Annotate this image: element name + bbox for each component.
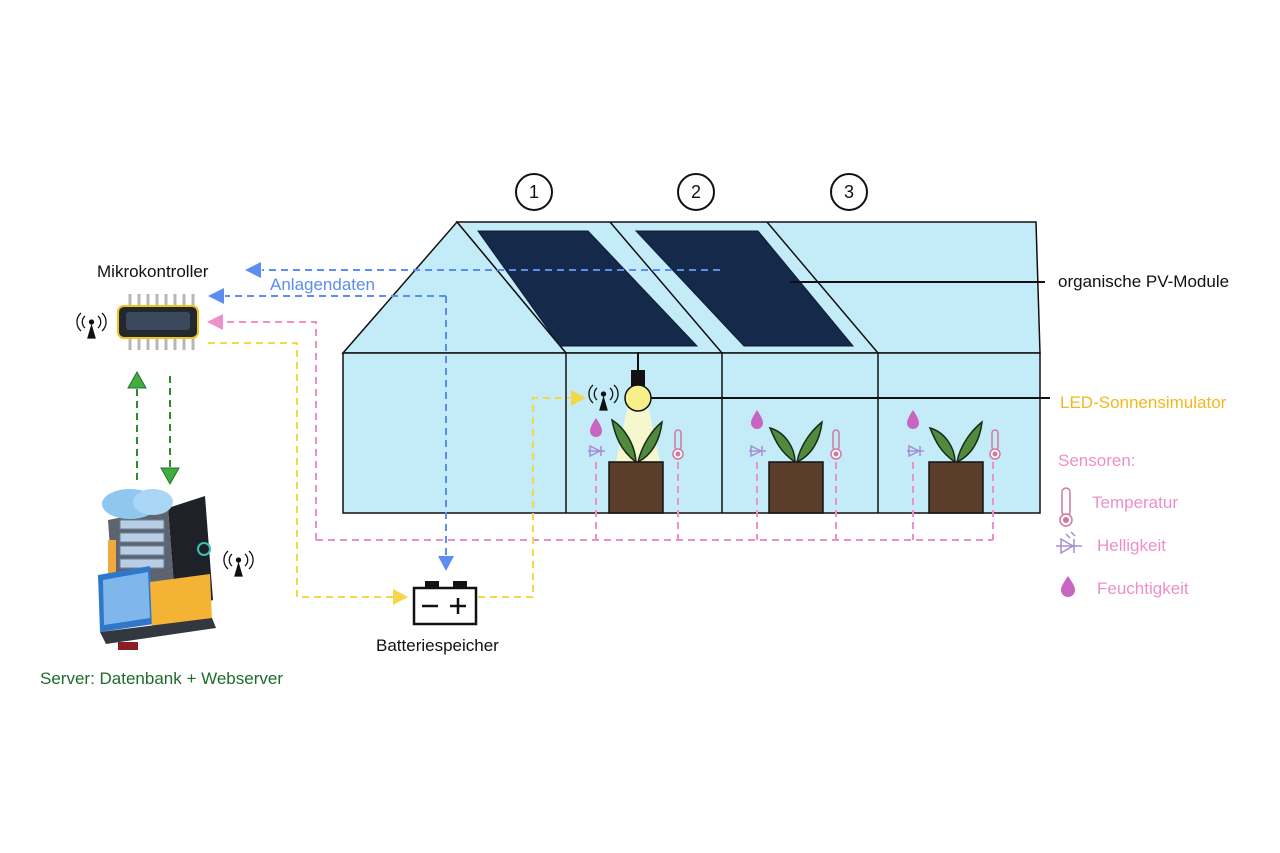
- thermometer-icon: [1059, 487, 1073, 527]
- sensors-section-2: [749, 410, 842, 460]
- server-label: Server: Datenbank + Webserver: [40, 669, 283, 688]
- power-arrowhead-2: [571, 390, 586, 406]
- plant-2: [768, 420, 824, 514]
- server-icon: [98, 489, 216, 650]
- data-arrowhead-1: [245, 262, 261, 278]
- sensors-section-3: [907, 410, 1001, 460]
- legend-title: Sensoren:: [1058, 451, 1136, 470]
- server-arrow-up: [127, 370, 147, 389]
- data-arrowhead-3: [438, 556, 454, 571]
- section-number-1: 1: [515, 173, 553, 211]
- section-number-2: 2: [677, 173, 715, 211]
- sensor-arrowhead: [207, 314, 223, 330]
- sensors-section-1: [588, 418, 684, 460]
- server-data-lines: [136, 376, 171, 480]
- microcontroller-label: Mikrokontroller: [97, 262, 209, 281]
- led-simulator-label: LED-Sonnensimulator: [1060, 393, 1227, 412]
- battery-label: Batteriespeicher: [376, 636, 499, 655]
- wireless-icon-led: [588, 384, 619, 411]
- droplet-icon: [1061, 576, 1075, 597]
- plant-1: [608, 418, 664, 514]
- section-number-3: 3: [830, 173, 868, 211]
- sensor-data-lines: [222, 321, 994, 541]
- system-data-label: Anlagendaten: [270, 275, 375, 294]
- plant-3: [928, 420, 984, 514]
- power-lines: [208, 342, 570, 598]
- battery-icon: [412, 581, 478, 626]
- pv-modules: [477, 230, 855, 347]
- server-arrow-down: [160, 467, 180, 486]
- system-data-lines: [225, 269, 720, 556]
- microcontroller-chip-icon: [117, 294, 199, 350]
- pv-modules-label: organische PV-Module: [1058, 272, 1230, 291]
- power-arrowhead-1: [393, 589, 408, 605]
- light-sensor-icon: [1056, 531, 1082, 555]
- wireless-icon-server: [223, 550, 254, 577]
- legend-item-temperature: Temperatur: [1092, 493, 1178, 512]
- legend-item-brightness: Helligkeit: [1097, 536, 1166, 555]
- data-arrowhead-2: [208, 288, 224, 304]
- legend-item-humidity: Feuchtigkeit: [1097, 579, 1189, 598]
- wireless-icon-microcontroller: [76, 312, 107, 339]
